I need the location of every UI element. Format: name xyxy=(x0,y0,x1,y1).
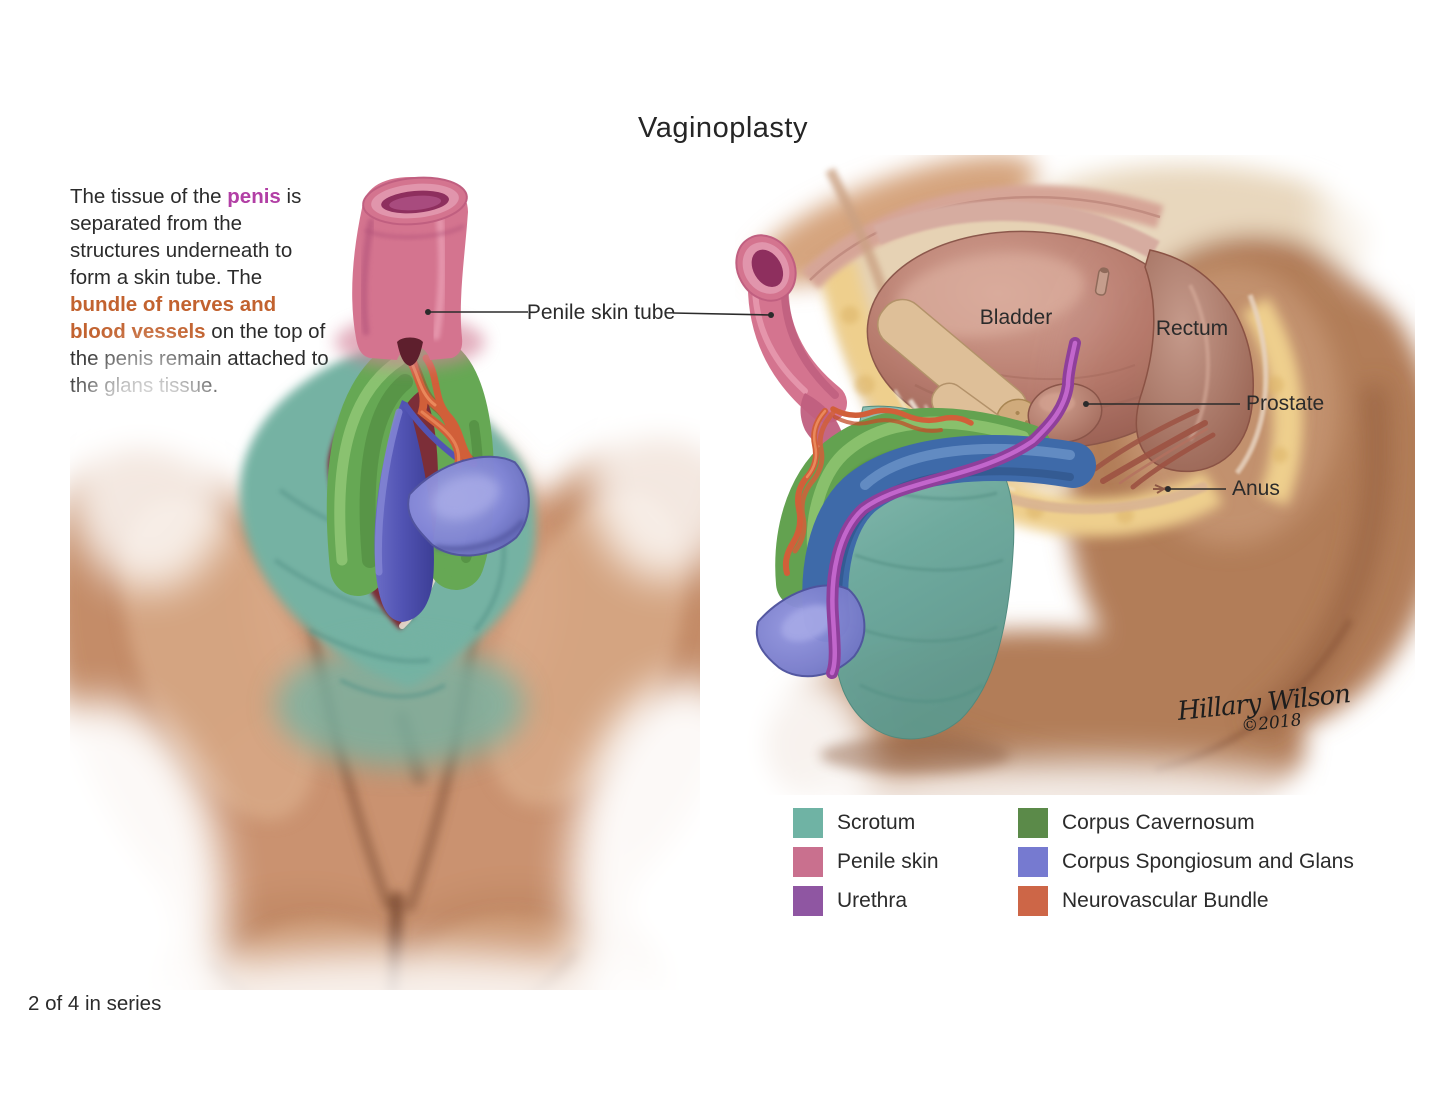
label-anus: Anus xyxy=(1232,477,1280,500)
legend-item-neurovascular-bundle: Neurovascular Bundle xyxy=(1018,886,1354,916)
legend-label: Urethra xyxy=(837,889,908,912)
legend-column-right: Corpus Cavernosum Corpus Spongiosum and … xyxy=(1018,808,1354,916)
legend-label: Corpus Spongiosum and Glans xyxy=(1062,850,1354,873)
urethra-swatch xyxy=(793,886,823,916)
legend-column-left: Scrotum Penile skin Urethra xyxy=(793,808,939,916)
legend-label: Corpus Cavernosum xyxy=(1062,811,1255,834)
legend-label: Penile skin xyxy=(837,850,939,873)
bladder-nub xyxy=(1094,267,1110,296)
legend-item-penile-skin: Penile skin xyxy=(793,847,939,877)
label-prostate: Prostate xyxy=(1246,392,1325,415)
corpus-spongiosum-swatch xyxy=(1018,847,1048,877)
penile-skin-tube-side xyxy=(735,234,847,451)
legend-item-corpus-cavernosum: Corpus Cavernosum xyxy=(1018,808,1354,838)
nerves-highlight-text: bundle of nerves and blood vessels xyxy=(70,292,277,343)
page-title: Vaginoplasty xyxy=(638,112,808,144)
legend-item-urethra: Urethra xyxy=(793,886,939,916)
legend-item-corpus-spongiosum: Corpus Spongiosum and Glans xyxy=(1018,847,1354,877)
glans-front xyxy=(407,455,530,557)
neurovascular-bundle-side xyxy=(782,406,974,576)
muscle-fibers xyxy=(980,408,1216,514)
legend-item-scrotum: Scrotum xyxy=(793,808,939,838)
penile-skin-tube-front xyxy=(335,176,485,368)
urethra-path xyxy=(826,337,1081,679)
corpus-spongiosum-front xyxy=(374,400,465,622)
corpus-cavernosum-swatch xyxy=(1018,808,1048,838)
description-part1: The tissue of the xyxy=(70,184,228,208)
tube-opening-side xyxy=(735,234,797,302)
penis-highlight-text: penis xyxy=(227,184,281,208)
series-note: 2 of 4 in series xyxy=(28,992,162,1015)
abdominal-wall-edge xyxy=(825,167,890,299)
scrotum-swatch xyxy=(793,808,823,838)
penile-skin-swatch xyxy=(793,847,823,877)
label-penile-skin-tube: Penile skin tube xyxy=(526,301,676,324)
tube-opening xyxy=(362,176,468,226)
frontal-view-illustration xyxy=(70,176,700,990)
tube-base-slit xyxy=(397,337,423,366)
neurovascular-bundle-swatch xyxy=(1018,886,1048,916)
legend-label: Scrotum xyxy=(837,811,916,834)
sagittal-view-illustration xyxy=(735,155,1415,795)
label-bladder: Bladder xyxy=(979,306,1053,329)
description-part2: is separated from the structures underne… xyxy=(70,184,302,289)
legend-label: Neurovascular Bundle xyxy=(1062,889,1269,912)
label-rectum: Rectum xyxy=(1155,317,1229,340)
